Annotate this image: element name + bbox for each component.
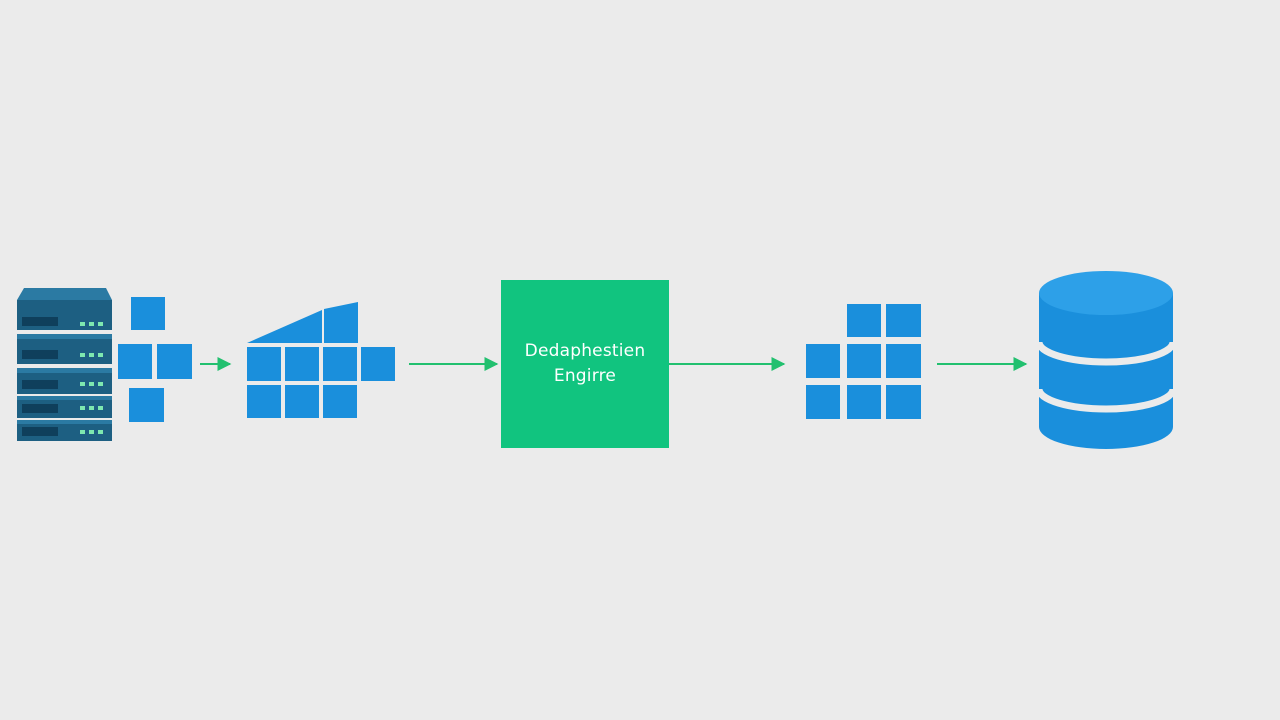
data-block [157, 344, 192, 379]
engine-label-line-1: Dedaphestien [524, 341, 646, 361]
data-block [323, 347, 357, 381]
server-rack-icon [17, 288, 112, 441]
data-block [806, 385, 840, 419]
block-grid-icon [806, 304, 921, 419]
data-block [131, 297, 165, 330]
server-unit [17, 420, 112, 441]
data-block [118, 344, 152, 379]
engine-label-line-2: Engirre [553, 366, 617, 386]
data-block [247, 347, 281, 381]
server-unit [17, 396, 112, 418]
fragmented-grid-icon [247, 302, 395, 418]
server-unit [17, 368, 112, 394]
database-icon [1035, 271, 1177, 449]
data-block [129, 388, 164, 422]
server-unit [17, 334, 112, 364]
data-block [247, 385, 281, 418]
deduplication-engine-box: Dedaphestien Engirre [501, 280, 669, 448]
data-block [323, 385, 357, 418]
data-block [847, 385, 881, 419]
data-block [285, 347, 319, 381]
data-block [847, 304, 881, 337]
data-block-fragment [324, 302, 358, 343]
data-block [361, 347, 395, 381]
data-block [886, 385, 921, 419]
data-block-fragment [247, 310, 322, 343]
data-block [806, 344, 840, 378]
block-cluster-icon [118, 297, 192, 422]
data-block [847, 344, 881, 378]
server-unit [17, 288, 112, 330]
engine-label: Dedaphestien Engirre [525, 339, 646, 389]
data-block [886, 344, 921, 378]
data-block [886, 304, 921, 337]
data-block [285, 385, 319, 418]
